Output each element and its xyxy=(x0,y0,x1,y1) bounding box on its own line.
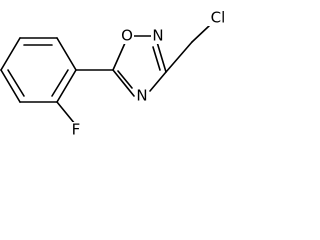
bond-phenyl-double-c xyxy=(51,69,69,97)
bond-n4-c5 xyxy=(112,69,135,97)
bond-n4-c5-double xyxy=(117,70,133,89)
bond-phenyl-4-5 xyxy=(0,69,21,103)
bond-phenyl-1-2 xyxy=(56,37,77,71)
bond-ch2-cl xyxy=(191,25,210,43)
atom-n4-label: N xyxy=(136,87,147,105)
bond-c3-ch2 xyxy=(165,41,193,73)
atom-f-background xyxy=(70,122,82,138)
bond-phenyl-f xyxy=(56,101,76,125)
chemical-structure-diagram: O N N Cl F xyxy=(0,9,229,139)
bond-n2-c3 xyxy=(156,41,167,73)
atom-o1-label: O xyxy=(121,27,133,45)
atom-n4-background xyxy=(135,88,149,104)
bond-phenyl-double-b xyxy=(7,69,25,97)
atom-n2-label: N xyxy=(152,27,163,45)
atom-cl-background xyxy=(207,10,229,26)
atom-f-label: F xyxy=(72,121,81,139)
atom-cl-label: Cl xyxy=(211,9,226,27)
bond-phenyl-3-4 xyxy=(0,37,21,71)
bond-c3-n4 xyxy=(149,71,167,92)
atom-o1-background xyxy=(120,28,134,44)
bond-n2-c3-double xyxy=(152,46,161,71)
atom-n2-background xyxy=(151,28,165,44)
bond-o1-c5 xyxy=(112,42,126,71)
bond-phenyl-6-1 xyxy=(56,69,77,103)
